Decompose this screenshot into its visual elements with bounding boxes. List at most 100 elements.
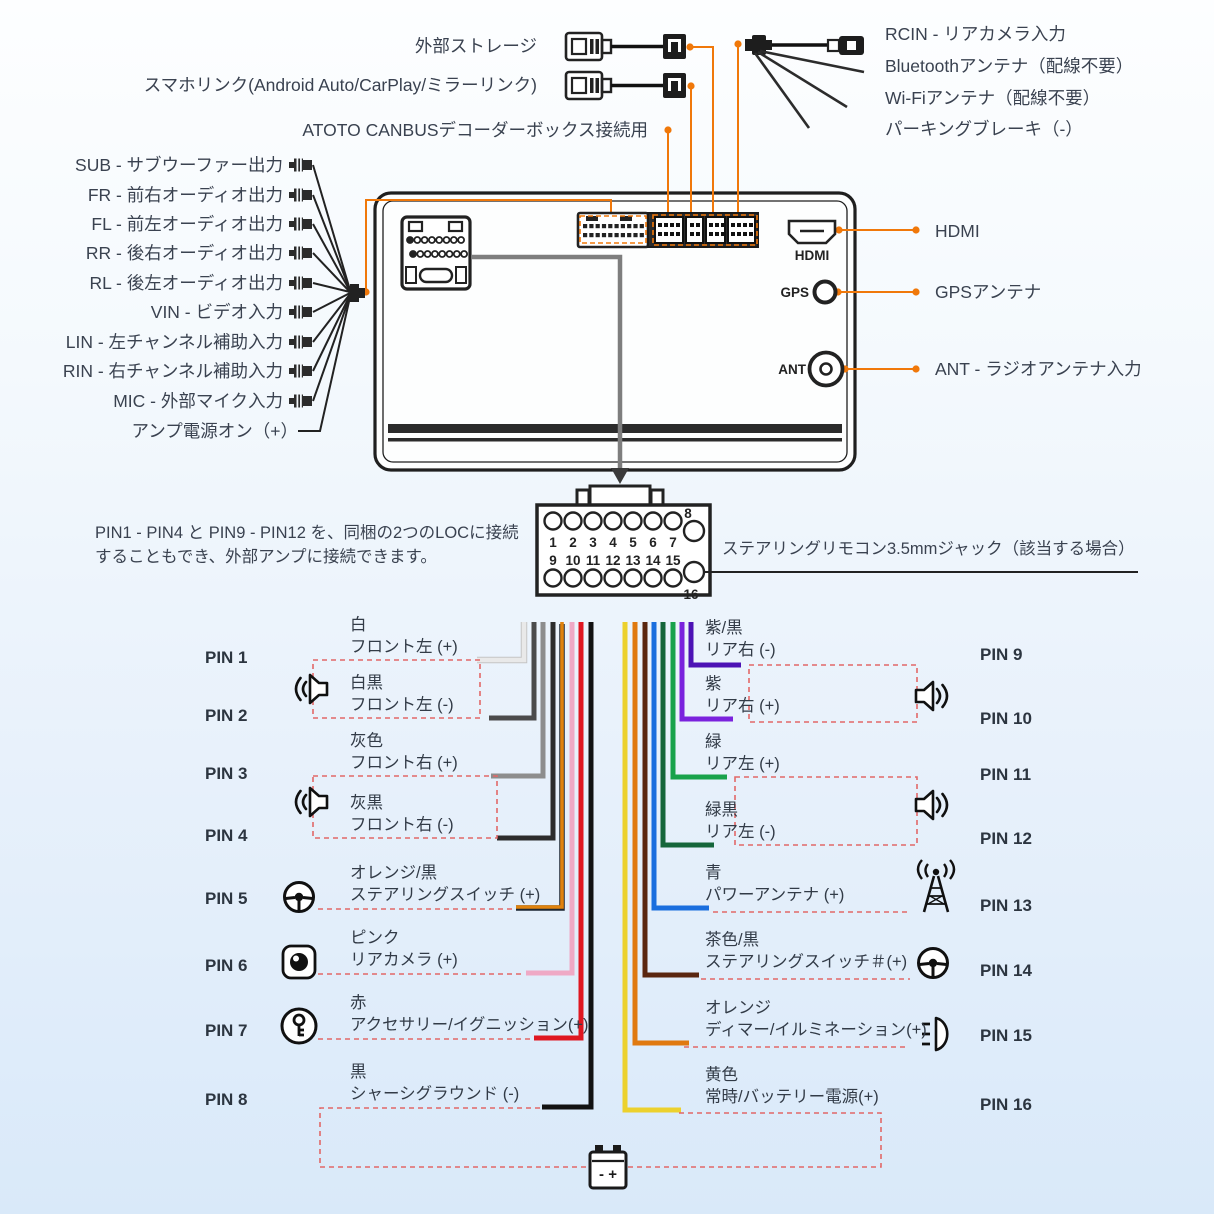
wire-function: ステアリングスイッチ (+): [350, 886, 541, 904]
wire-color-name: 灰色: [350, 732, 383, 750]
wire-color-name: 白: [350, 616, 367, 634]
pin16-id: PIN 16: [980, 1095, 1032, 1114]
svg-text:14: 14: [645, 553, 661, 568]
label-wifi: Wi-Fiアンテナ（配線不要）: [885, 88, 1101, 108]
pin11-label: 緑リア左 (+): [705, 731, 780, 775]
pin6-label: ピンクリアカメラ (+): [350, 927, 458, 971]
amp-power-line: [298, 296, 351, 432]
wire-pin1: [477, 622, 527, 663]
wire-pin4: [497, 622, 556, 841]
pin9-label: 紫/黒リア右 (-): [705, 617, 776, 661]
wire-pin12: [660, 622, 714, 848]
pin13-id: PIN 13: [980, 896, 1032, 915]
wire-function: アクセサリー/イグニッション(+): [350, 1016, 589, 1034]
wire-color-name: ピンク: [350, 929, 400, 947]
pin4-id: PIN 4: [205, 826, 248, 845]
pin13-label: 青パワーアンテナ (+): [705, 862, 844, 906]
pin16-label: 黄色常時/バッテリー電源(+): [705, 1064, 879, 1108]
battery-icon: - +: [588, 1145, 628, 1190]
rca-fan: [289, 158, 365, 432]
pin10-id: PIN 10: [980, 709, 1032, 728]
svg-text:6: 6: [649, 535, 657, 550]
pin5-id: PIN 5: [205, 889, 248, 908]
pin9-id: PIN 9: [980, 645, 1023, 664]
wire-pin8: [542, 622, 594, 1110]
rear-harness-cable-icon: [745, 35, 865, 129]
label-port-fr: FR - 前右オーディオ出力: [87, 185, 283, 205]
power-antenna-icon: [916, 858, 956, 914]
unit-trim-bar: [388, 424, 842, 433]
label-canbus: ATOTO CANBUSデコーダーボックス接続用: [302, 120, 648, 140]
wire-color-name: 緑黒: [705, 801, 738, 819]
wire-color-name: 紫: [705, 675, 722, 693]
label-radio-antenna: ANT - ラジオアンテナ入力: [935, 359, 1142, 379]
callout-lines: [365, 46, 916, 370]
svg-text:3: 3: [589, 535, 597, 550]
harness-wires: [477, 622, 741, 1113]
label-hdmi: HDMI: [935, 221, 980, 241]
pin12-label: 緑黒リア左 (-): [705, 799, 776, 843]
rear-camera-icon: [281, 944, 317, 980]
label-port-lin: LIN - 左チャンネル補助入力: [65, 332, 283, 352]
label-port-rl: RL - 後左オーディオ出力: [89, 273, 283, 293]
pin10-label: 紫リア右 (+): [705, 673, 780, 717]
harness-arrow: [472, 254, 629, 484]
pin8-label: 黒シャーシグラウンド (-): [350, 1061, 519, 1105]
label-ext-storage: 外部ストレージ: [414, 36, 537, 56]
ant-port: ANT: [778, 350, 845, 388]
wire-function: リアカメラ (+): [350, 951, 458, 969]
usb-cable-icon: [564, 70, 688, 101]
rca-plug-icon: [289, 335, 312, 349]
label-port-rin: RIN - 右チャンネル補助入力: [62, 361, 283, 381]
pin2-id: PIN 2: [205, 706, 248, 725]
steering-wheel-icon: [917, 947, 949, 979]
wire-function: リア右 (+): [705, 697, 780, 715]
svg-text:11: 11: [586, 553, 601, 568]
rca-plug-icon: [289, 158, 312, 172]
line-rca-to-unit: [365, 199, 612, 290]
rca-plug-icon: [289, 246, 312, 260]
pin1-id: PIN 1: [205, 648, 248, 667]
wire-function: パワーアンテナ (+): [705, 886, 845, 904]
pin1-label: 白フロント左 (+): [350, 614, 458, 658]
wire-color-name: 黄色: [705, 1066, 738, 1084]
wire-color-name: 緑: [705, 733, 722, 751]
pin14-id: PIN 14: [980, 961, 1032, 980]
dashed-to-battery-left: [319, 1107, 588, 1168]
label-port-sub: SUB - サブウーファー出力: [75, 155, 283, 175]
label-bluetooth: Bluetoothアンテナ（配線不要）: [885, 56, 1134, 76]
svg-text:1: 1: [549, 535, 557, 550]
label-smartphone-link: スマホリンク(Android Auto/CarPlay/ミラーリンク): [143, 75, 537, 95]
wire-function: フロント左 (-): [350, 696, 454, 714]
wire-color-name: 青: [705, 864, 722, 882]
wire-function: シャーシグラウンド (-): [350, 1085, 520, 1103]
gps-port-label: GPS: [780, 285, 809, 300]
wire-pin7: [534, 622, 584, 1041]
svg-text:7: 7: [669, 535, 677, 550]
svg-text:5: 5: [629, 535, 637, 550]
pin-numbers: 1 2 3 4 5 6 7 8 9 10 11 12 13 14 15 16: [549, 506, 699, 602]
wire-color-name: 白黒: [350, 674, 383, 692]
pin11-id: PIN 11: [980, 765, 1032, 784]
wire-pin6: [526, 622, 575, 976]
rca-plug-icon: [289, 217, 312, 231]
wire-pin1-outline: [477, 622, 528, 664]
rca-plug-icon: [289, 364, 312, 378]
pin5-label: オレンジ/黒ステアリングスイッチ (+): [350, 862, 540, 906]
rca-plug-icon: [289, 276, 312, 290]
pin6-id: PIN 6: [205, 956, 248, 975]
wire-function: リア左 (+): [705, 755, 780, 773]
rca-plug-icon: [289, 188, 312, 202]
wire-pin15: [632, 622, 689, 1046]
svg-text:16: 16: [683, 587, 699, 602]
wire-pin13: [651, 622, 709, 911]
wire-color-name: 黒: [350, 1063, 367, 1081]
rca-plug-icon: [289, 394, 312, 408]
label-port-fl: FL - 前左オーディオ出力: [91, 214, 283, 234]
wire-function: フロント右 (-): [350, 816, 454, 834]
pin2-label: 白黒フロント左 (-): [350, 672, 454, 716]
wire-function: ステアリングスイッチ＃(+): [705, 953, 908, 971]
wire-pin14: [642, 622, 699, 978]
wire-pin16: [622, 622, 681, 1113]
